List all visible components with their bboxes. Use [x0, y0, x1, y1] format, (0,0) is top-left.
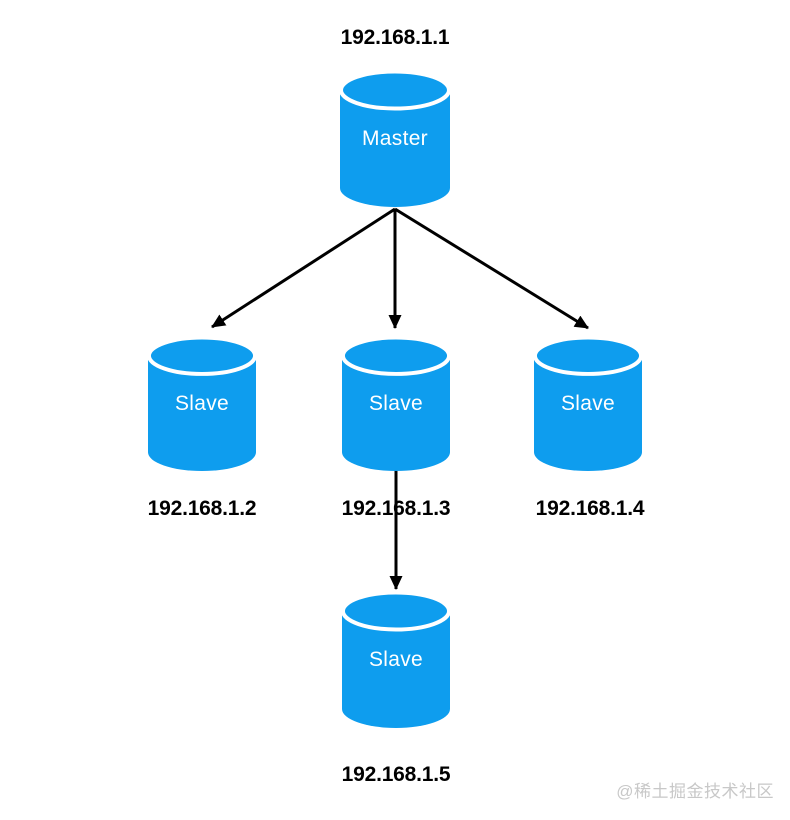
database-cylinder-icon [147, 335, 257, 471]
ip-label-slave3: 192.168.1.4 [535, 497, 645, 520]
watermark-text: @稀土掘金技术社区 [616, 782, 774, 801]
db-node-slave1: Slave [147, 335, 257, 471]
node-label-slave2: Slave [368, 392, 424, 415]
ip-label-slave2: 192.168.1.3 [341, 497, 451, 520]
database-cylinder-icon [341, 590, 451, 728]
ip-label-slave1: 192.168.1.2 [147, 497, 257, 520]
db-node-slave2: Slave [341, 335, 451, 471]
db-node-slave4: Slave [341, 590, 451, 728]
edge-master-to-slave3 [394, 207, 589, 330]
edge-master-to-slave1 [211, 207, 396, 329]
database-cylinder-icon [533, 335, 643, 471]
node-label-slave3: Slave [560, 392, 616, 415]
node-label-master: Master [362, 127, 428, 150]
db-node-master: Master [339, 69, 451, 207]
database-cylinder-icon [339, 69, 451, 207]
db-node-slave3: Slave [533, 335, 643, 471]
ip-label-master: 192.168.1.1 [340, 26, 450, 49]
node-label-slave1: Slave [174, 392, 230, 415]
database-cylinder-icon [341, 335, 451, 471]
ip-label-slave4: 192.168.1.5 [341, 763, 451, 786]
node-label-slave4: Slave [368, 648, 424, 671]
